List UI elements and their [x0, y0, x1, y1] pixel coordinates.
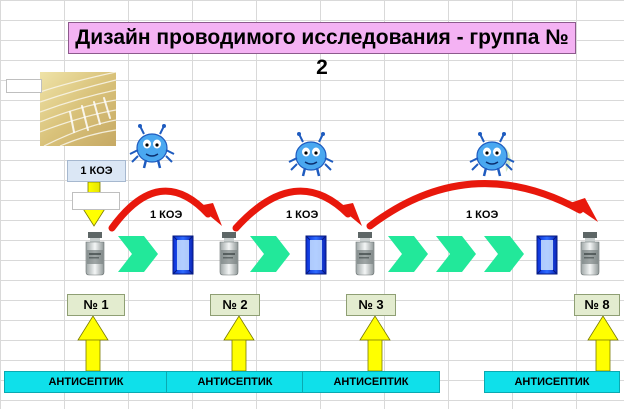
antiseptic-label: АНТИСЕПТИК [4, 371, 168, 393]
transfer-arc-1 [108, 187, 212, 232]
vial-icon [219, 231, 239, 276]
vial-icon [85, 231, 105, 276]
cuvette-icon [172, 235, 194, 275]
antiseptic-label: АНТИСЕПТИК [484, 371, 620, 393]
cuvette-icon [536, 235, 558, 275]
chevron-arrow [436, 236, 476, 272]
transfer-label-3: 1 КОЭ [466, 209, 499, 221]
empty-cell [72, 192, 120, 210]
chevron-arrow [388, 236, 428, 272]
vial-number-2: № 2 [210, 294, 260, 316]
vial-number-8: № 8 [574, 294, 620, 316]
antiseptic-arrow-icon [223, 315, 255, 372]
page-title: Дизайн проводимого исследования - группа… [68, 22, 576, 79]
chevron-arrow [118, 236, 158, 272]
empty-cell [6, 79, 42, 93]
cuvette-icon [305, 235, 327, 275]
transfer-arc-3-head [570, 198, 598, 222]
transfer-arc-2 [232, 187, 352, 232]
antiseptic-label: АНТИСЕПТИК [302, 371, 440, 393]
antiseptic-arrow-icon [359, 315, 391, 372]
antiseptic-label: АНТИСЕПТИК [166, 371, 304, 393]
transfer-arc-2-head [338, 203, 362, 226]
vial-number-3: № 3 [346, 294, 396, 316]
chevron-arrow [250, 236, 290, 272]
initial-dose-label: 1 КОЭ [67, 160, 126, 182]
antiseptic-arrow-icon [587, 315, 619, 372]
transfer-label-1: 1 КОЭ [150, 209, 183, 221]
antiseptic-arrow-icon [77, 315, 109, 372]
vial-icon [355, 231, 375, 276]
transfer-arc-1-head [198, 203, 222, 226]
transfer-arc-3 [366, 180, 584, 230]
vial-number-1: № 1 [67, 294, 125, 316]
fiber-sample-icon [40, 72, 116, 146]
transfer-label-2: 1 КОЭ [286, 209, 319, 221]
bacteria-icon [128, 122, 176, 170]
chevron-arrow [484, 236, 524, 272]
bacteria-icon [287, 130, 335, 178]
vial-icon [580, 231, 600, 276]
